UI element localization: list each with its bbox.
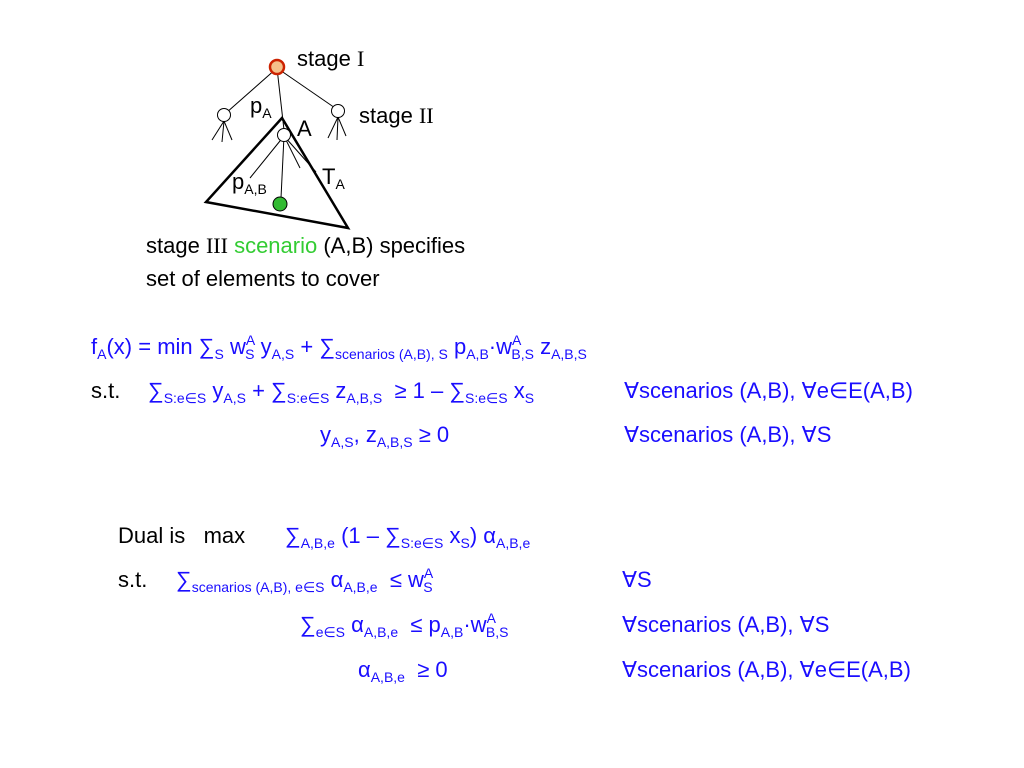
node-A — [277, 128, 291, 142]
edge-A-left — [249, 135, 285, 179]
edge-left-stub-1 — [211, 120, 225, 141]
right-child-node — [331, 104, 345, 118]
stage-1-word: stage — [297, 46, 351, 71]
stage-2-label: stage II — [359, 103, 434, 129]
left-child-node — [217, 108, 231, 122]
dual-constraint-2-quantifier: ∀scenarios (A,B), ∀S — [622, 612, 830, 637]
edge-left-stub-3 — [223, 120, 233, 141]
edge-prob-pAB: pA,B — [232, 169, 267, 197]
subtree-label-TA: TA — [322, 164, 345, 192]
subtree-triangle — [203, 115, 351, 230]
primal-st-label: s.t. — [91, 378, 121, 403]
node-A-label: A — [297, 116, 312, 141]
dual-constraint-3: αA,B,e ≥ 0 — [358, 657, 448, 685]
dual-lead: Dual is max — [118, 523, 246, 548]
dual-constraint-1-quantifier: ∀S — [622, 567, 652, 592]
edge-right-stub-1 — [327, 116, 339, 139]
primal-constraint-2-quantifier: ∀scenarios (A,B), ∀S — [624, 422, 832, 447]
scenario-leaf-node — [272, 196, 288, 212]
dual-constraint-2: ∑e∈S αA,B,e ≤ pA,B·wAB,S — [300, 610, 509, 640]
primal-constraint-1-quantifier: ∀scenarios (A,B), ∀e∈E(A,B) — [624, 378, 913, 403]
root-node — [268, 58, 286, 76]
stage-2-numeral: II — [418, 103, 434, 128]
stage-2-word: stage — [359, 103, 413, 128]
edge-right-stub-2 — [336, 116, 339, 141]
edge-root-right — [276, 67, 339, 111]
edge-A-leaf — [280, 135, 285, 199]
primal-objective: fA(x) = min ∑S wAS yA,S + ∑scenarios (A,… — [91, 332, 587, 362]
edge-prob-pA: pA — [250, 93, 272, 121]
stage-3-caption: stage III scenario (A,B) specifies — [146, 233, 466, 258]
edge-left-stub-2 — [221, 120, 225, 143]
dual-st-label: s.t. — [118, 567, 148, 592]
scenario-word: scenario — [234, 233, 318, 258]
edge-root-left — [225, 67, 278, 114]
stage-3-caption-line2: set of elements to cover — [146, 266, 380, 291]
edge-right-stub-3 — [337, 116, 347, 137]
primal-constraint-1: ∑S:e∈S yA,S + ∑S:e∈S zA,B,S ≥ 1 – ∑S:e∈S… — [148, 378, 535, 406]
primal-constraint-2: yA,S, zA,B,S ≥ 0 — [320, 422, 450, 450]
dual-constraint-1: ∑scenarios (A,B), e∈S αA,B,e ≤ wAS — [176, 565, 434, 595]
dual-constraint-3-quantifier: ∀scenarios (A,B), ∀e∈E(A,B) — [622, 657, 911, 682]
stage-1-label: stage I — [297, 46, 364, 72]
stage-1-numeral: I — [356, 46, 365, 71]
dual-objective: ∑A,B,e (1 – ∑S:e∈S xS) αA,B,e — [285, 523, 531, 551]
